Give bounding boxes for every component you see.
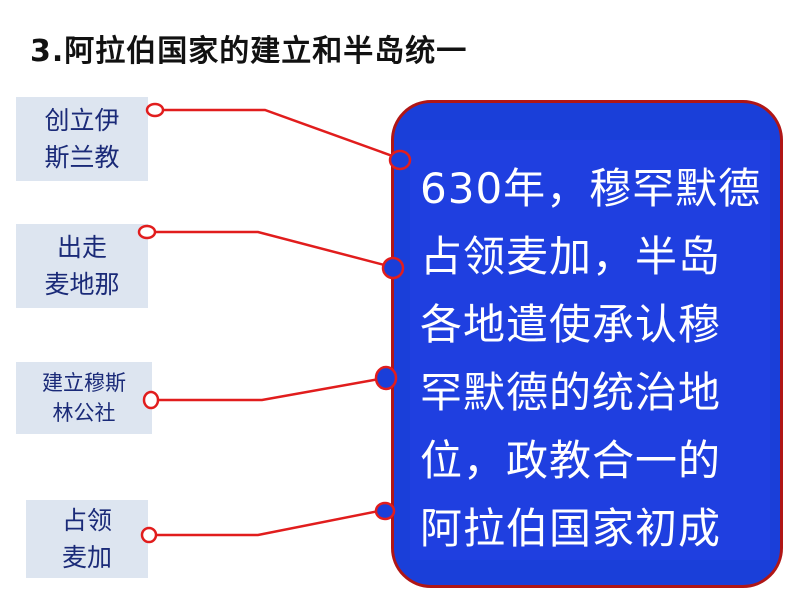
connector-node (381, 256, 405, 280)
tag-line: 占领 (61, 506, 112, 535)
connector-node (145, 102, 165, 118)
connector-node (140, 526, 158, 544)
connector-4 (156, 508, 385, 537)
tag-line: 创立伊 (44, 106, 120, 135)
description-line: 占领麦加，半岛 (420, 232, 722, 281)
tag-found-islam: 创立伊 斯兰教 (16, 97, 148, 181)
connector-3 (158, 376, 386, 402)
tag-occupy-mecca: 占领 麦加 (26, 500, 148, 578)
tag-line: 建立穆斯 (42, 371, 126, 395)
connector-node (374, 501, 396, 521)
event-description: 630年，穆罕默德 占领麦加，半岛 各地遣使承认穆 罕默德的统治地 位，政教合一… (420, 155, 780, 563)
tag-muslim-commune: 建立穆斯 林公社 (16, 362, 152, 434)
slide-title: 3.阿拉伯国家的建立和半岛统一 (30, 34, 468, 69)
description-line: 630年，穆罕默德 (420, 164, 762, 213)
connector-node (137, 224, 157, 240)
tag-line: 麦加 (61, 543, 112, 572)
connector-node (142, 390, 160, 410)
connector-1 (162, 108, 399, 160)
tag-line: 林公社 (52, 401, 116, 425)
tag-line: 麦地那 (44, 270, 120, 299)
event-panel-inner (410, 140, 770, 560)
tag-leave-medina: 出走 麦地那 (16, 224, 148, 308)
connector-node (388, 149, 412, 171)
connector-node (374, 365, 398, 391)
description-line: 各地遣使承认穆 (420, 300, 722, 349)
connector-2 (154, 230, 393, 269)
description-line: 阿拉伯国家初成 (420, 504, 722, 553)
tag-line: 出走 (56, 233, 107, 262)
tag-line: 斯兰教 (44, 143, 120, 172)
description-line: 位，政教合一的 (420, 436, 722, 485)
description-line: 罕默德的统治地 (420, 368, 722, 417)
